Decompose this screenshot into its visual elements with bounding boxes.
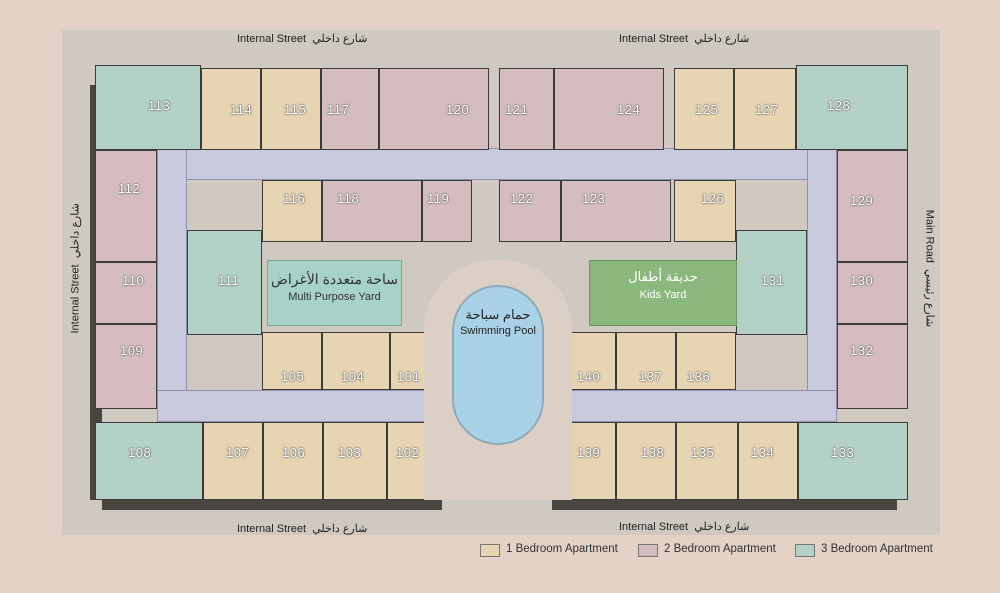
unit-126[interactable]: 126 — [674, 180, 736, 242]
multi-purpose-yard: ساحة متعددة الأغراض Multi Purpose Yard — [267, 260, 402, 326]
legend-swatch-two-bedroom — [638, 544, 658, 557]
unit-123[interactable]: 123 — [561, 180, 671, 242]
unit-108[interactable]: 108 — [95, 422, 203, 500]
multi-purpose-yard-ar: ساحة متعددة الأغراض — [270, 271, 399, 287]
unit-118[interactable]: 118 — [322, 180, 422, 242]
unit-121[interactable]: 121 — [499, 68, 554, 150]
swimming-pool-ar: حمام سباحة — [465, 307, 531, 322]
corridor-top — [157, 148, 837, 180]
legend-two-bedroom: 2 Bedroom Apartment — [664, 543, 776, 555]
unit-129[interactable]: 129 — [837, 150, 908, 262]
unit-106[interactable]: 106 — [263, 422, 323, 500]
building-shadow-bottom-left — [102, 500, 442, 510]
unit-132[interactable]: 132 — [837, 324, 908, 409]
unit-124[interactable]: 124 — [554, 68, 664, 150]
unit-120[interactable]: 120 — [379, 68, 489, 150]
floor-plan: Internal Street شارع داخلي Internal Stre… — [62, 30, 940, 535]
unit-114[interactable]: 114 — [201, 68, 261, 150]
unit-135[interactable]: 135 — [676, 422, 738, 500]
unit-113[interactable]: 113 — [95, 65, 201, 150]
street-label-top-right: Internal Street شارع داخلي — [619, 33, 750, 45]
corridor-left — [157, 148, 187, 438]
unit-128[interactable]: 128 — [796, 65, 908, 150]
unit-111[interactable]: 111 — [187, 230, 262, 335]
unit-117[interactable]: 117 — [321, 68, 379, 150]
unit-116[interactable]: 116 — [262, 180, 322, 242]
street-label-left: Internal Street شارع داخلي — [69, 203, 82, 334]
street-label-bottom-right: Internal Street شارع داخلي — [619, 521, 750, 533]
unit-105[interactable]: 105 — [262, 332, 322, 390]
corridor-right — [807, 148, 837, 438]
kids-yard-ar: حديقة أطفال — [628, 269, 698, 284]
corridor-bottom-right — [550, 390, 837, 422]
unit-125[interactable]: 125 — [674, 68, 734, 150]
unit-134[interactable]: 134 — [738, 422, 798, 500]
unit-130[interactable]: 130 — [837, 262, 908, 324]
building-shadow-bottom-right — [552, 500, 897, 510]
unit-138[interactable]: 138 — [616, 422, 676, 500]
unit-110[interactable]: 110 — [95, 262, 157, 324]
multi-purpose-yard-en: Multi Purpose Yard — [288, 291, 381, 303]
unit-109[interactable]: 109 — [95, 324, 157, 409]
unit-119[interactable]: 119 — [422, 180, 472, 242]
legend-one-bedroom: 1 Bedroom Apartment — [506, 543, 618, 555]
street-label-top-left: Internal Street شارع داخلي — [237, 33, 368, 45]
legend-swatch-one-bedroom — [480, 544, 500, 557]
unit-136[interactable]: 136 — [676, 332, 736, 390]
unit-112[interactable]: 112 — [95, 150, 157, 262]
unit-107[interactable]: 107 — [203, 422, 263, 500]
kids-yard-en: Kids Yard — [639, 289, 687, 301]
street-label-bottom-left: Internal Street شارع داخلي — [237, 523, 368, 535]
unit-115[interactable]: 115 — [261, 68, 321, 150]
corridor-bottom-left — [157, 390, 447, 422]
unit-127[interactable]: 127 — [734, 68, 796, 150]
unit-104[interactable]: 104 — [322, 332, 390, 390]
unit-103[interactable]: 103 — [323, 422, 387, 500]
swimming-pool: حمام سباحة Swimming Pool — [452, 285, 544, 445]
unit-133[interactable]: 133 — [798, 422, 908, 500]
unit-131[interactable]: 131 — [736, 230, 807, 335]
swimming-pool-en: Swimming Pool — [460, 325, 536, 337]
legend-swatch-three-bedroom — [795, 544, 815, 557]
legend-three-bedroom: 3 Bedroom Apartment — [821, 543, 933, 555]
unit-137[interactable]: 137 — [616, 332, 676, 390]
kids-yard: حديقة أطفال Kids Yard — [589, 260, 737, 326]
unit-122[interactable]: 122 — [499, 180, 561, 242]
street-label-right: Main Road شارع رئيسي — [923, 209, 936, 328]
